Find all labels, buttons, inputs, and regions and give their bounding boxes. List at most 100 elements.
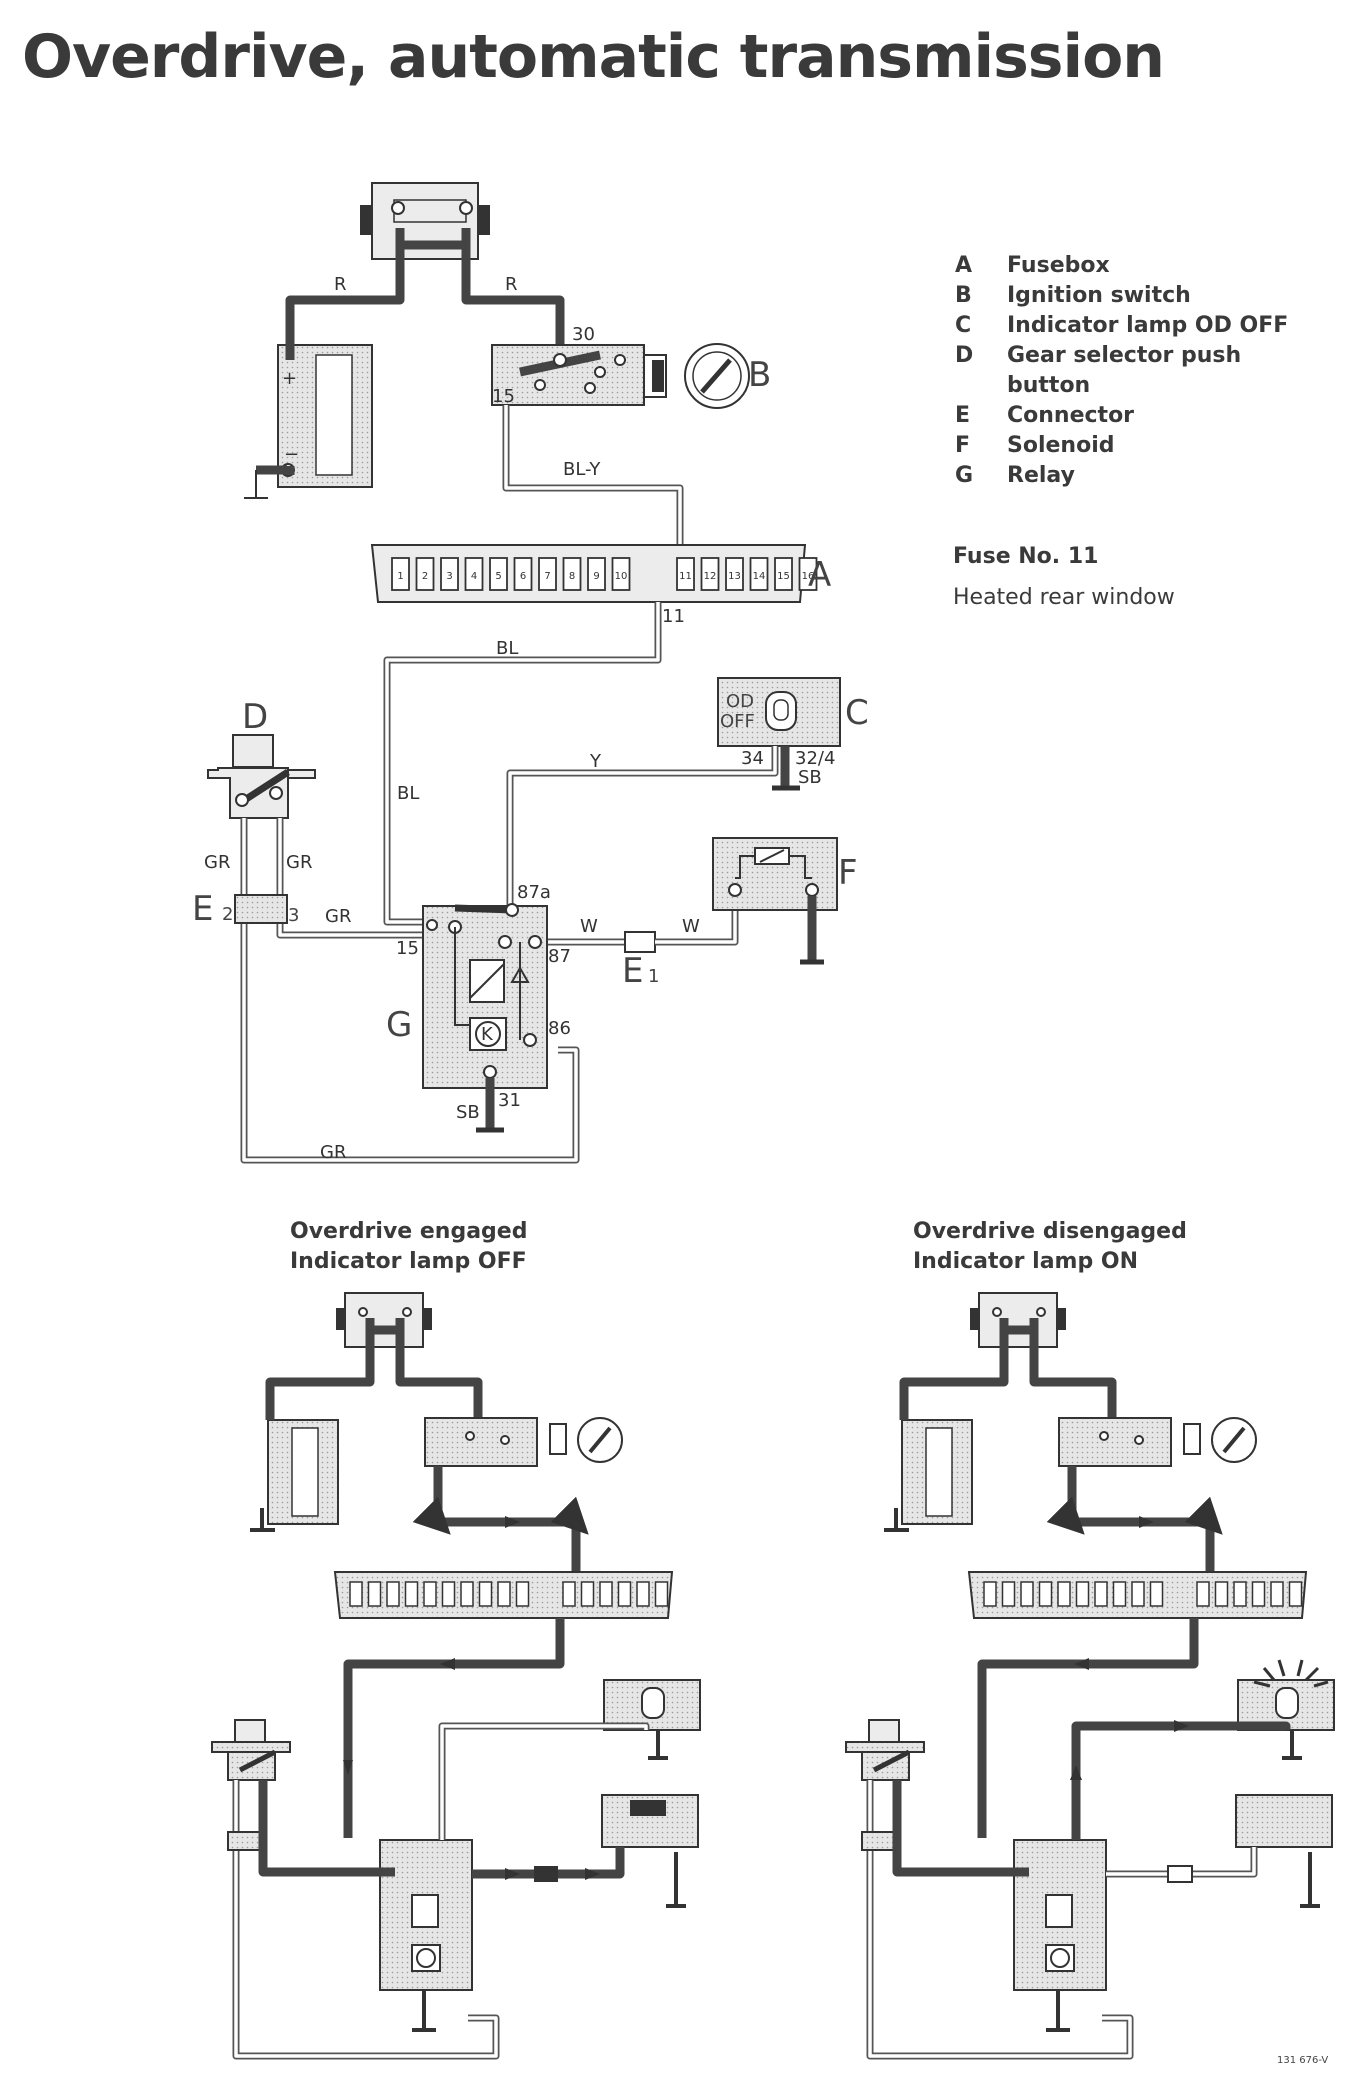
fuse-slot: 4 bbox=[464, 557, 484, 591]
caption-disengaged-lamp: Indicator lamp ON bbox=[913, 1249, 1138, 1274]
reference-number: 131 676-V bbox=[1277, 2055, 1328, 2066]
svg-text:K: K bbox=[481, 1024, 494, 1045]
connector-e2-e3: E 2 3 bbox=[192, 889, 299, 929]
terminal-15: 15 bbox=[492, 386, 515, 407]
wire-label-SB: SB bbox=[798, 767, 822, 788]
svg-text:−: − bbox=[284, 444, 299, 465]
fuse-slot: 1 bbox=[391, 557, 410, 591]
fuse-slot: 13 bbox=[725, 557, 744, 591]
legend-text: Ignition switch bbox=[1007, 283, 1191, 308]
engaged-circuit bbox=[211, 1292, 701, 2060]
fuse-slot: 9 bbox=[587, 557, 606, 591]
fuse-number: 9 bbox=[593, 571, 599, 582]
relay: K G 87a 87 86 15 31 SB bbox=[386, 882, 571, 1133]
caption-disengaged: Overdrive disengaged bbox=[913, 1219, 1187, 1244]
fuse-number: 14 bbox=[753, 571, 766, 582]
terminal-30: 30 bbox=[572, 324, 595, 345]
terminal-87: 87 bbox=[548, 946, 571, 967]
caption-engaged: Overdrive engaged bbox=[290, 1219, 527, 1244]
terminal-32-4: 32/4 bbox=[795, 748, 835, 769]
label-D: D bbox=[242, 697, 268, 737]
wire-label-GR: GR bbox=[320, 1142, 346, 1163]
wire-label-W: W bbox=[682, 916, 700, 937]
caption-engaged-lamp: Indicator lamp OFF bbox=[290, 1249, 527, 1274]
fuse-number: 15 bbox=[777, 571, 790, 582]
fuse-number: 3 bbox=[446, 571, 452, 582]
legend-text: Connector bbox=[1007, 403, 1134, 428]
solenoid: F bbox=[712, 837, 858, 965]
fuse-description: Heated rear window bbox=[953, 585, 1175, 610]
svg-text:+: + bbox=[282, 368, 297, 389]
wire-label-R: R bbox=[334, 274, 347, 295]
wire-label-GR: GR bbox=[286, 852, 312, 873]
wire-label-BL-Y: BL-Y bbox=[563, 459, 601, 480]
fuse-slot: 5 bbox=[489, 557, 508, 591]
legend-letter: G bbox=[955, 463, 973, 488]
fuse-slot: 3 bbox=[440, 557, 459, 591]
fuse-slot: 16 bbox=[798, 557, 818, 591]
legend-letter: D bbox=[955, 343, 973, 368]
battery-terminal-block bbox=[360, 182, 490, 260]
lamp-text-line1: OD bbox=[726, 691, 754, 712]
legend-letter: F bbox=[955, 433, 970, 458]
fuse-slot: 8 bbox=[562, 557, 582, 591]
wire-label-BL: BL bbox=[496, 638, 518, 659]
legend-text: Gear selector push bbox=[1007, 343, 1241, 368]
wire-label-GR: GR bbox=[325, 906, 351, 927]
fuse-slot: 15 bbox=[774, 557, 793, 591]
ignition-switch: B 30 15 bbox=[491, 324, 771, 409]
fuse-slot: 11 bbox=[676, 557, 695, 591]
lamp-text-line2: OFF bbox=[720, 711, 755, 732]
terminal-31: 31 bbox=[498, 1090, 521, 1111]
main-circuit: + − R R B 30 15 bbox=[192, 182, 869, 1164]
label-A: A bbox=[808, 555, 831, 595]
legend-letter: E bbox=[955, 403, 970, 428]
wire-label-SB: SB bbox=[456, 1102, 480, 1123]
terminal-11: 11 bbox=[662, 606, 685, 627]
disengaged-circuit bbox=[845, 1292, 1335, 2060]
terminal-87a: 87a bbox=[517, 882, 551, 903]
fuse-number: 16 bbox=[802, 571, 815, 582]
label-C: C bbox=[845, 693, 869, 733]
fuse-slot: 14 bbox=[749, 557, 769, 591]
gear-selector-button: D bbox=[207, 697, 316, 819]
wire-label-Y: Y bbox=[589, 751, 602, 772]
fuse-slot: 2 bbox=[415, 557, 435, 591]
terminal-15: 15 bbox=[396, 938, 419, 959]
fuse-slot: 12 bbox=[700, 557, 720, 591]
terminal-34: 34 bbox=[741, 748, 764, 769]
fuse-number: 5 bbox=[495, 571, 501, 582]
label-E: E bbox=[622, 951, 643, 991]
fuse-number: 2 bbox=[422, 571, 428, 582]
wire-label-BL: BL bbox=[397, 783, 419, 804]
label-G: G bbox=[386, 1005, 412, 1045]
terminal-86: 86 bbox=[548, 1018, 571, 1039]
label-F: F bbox=[838, 853, 858, 893]
fuse-slot: 7 bbox=[538, 557, 557, 591]
fuse-number: 1 bbox=[397, 571, 403, 582]
legend-text: Relay bbox=[1007, 463, 1075, 488]
fuse-number: 10 bbox=[615, 571, 628, 582]
fuse-number: 13 bbox=[728, 571, 741, 582]
fuse-number: 6 bbox=[520, 571, 526, 582]
wire-label-W: W bbox=[580, 916, 598, 937]
fuse-heading: Fuse No. 11 bbox=[953, 544, 1098, 569]
connector-pin-1: 1 bbox=[648, 966, 659, 987]
label-E: E bbox=[192, 889, 213, 929]
legend-text: Solenoid bbox=[1007, 433, 1115, 458]
legend-letter: C bbox=[955, 313, 971, 338]
fuse-number: 4 bbox=[471, 571, 477, 582]
wire-label-GR: GR bbox=[204, 852, 230, 873]
fuse-slot: 10 bbox=[611, 557, 631, 591]
indicator-lamp: OD OFF C 34 32/4 SB bbox=[717, 677, 869, 791]
connector-pin-2: 2 bbox=[222, 904, 233, 925]
battery: + − bbox=[244, 344, 373, 499]
legend-letter: A bbox=[955, 253, 972, 278]
legend-text: button bbox=[1007, 373, 1090, 398]
fuse-number: 11 bbox=[679, 571, 692, 582]
label-B: B bbox=[748, 355, 771, 395]
fuse-number: 7 bbox=[544, 571, 550, 582]
connector-pin-3: 3 bbox=[288, 905, 299, 926]
